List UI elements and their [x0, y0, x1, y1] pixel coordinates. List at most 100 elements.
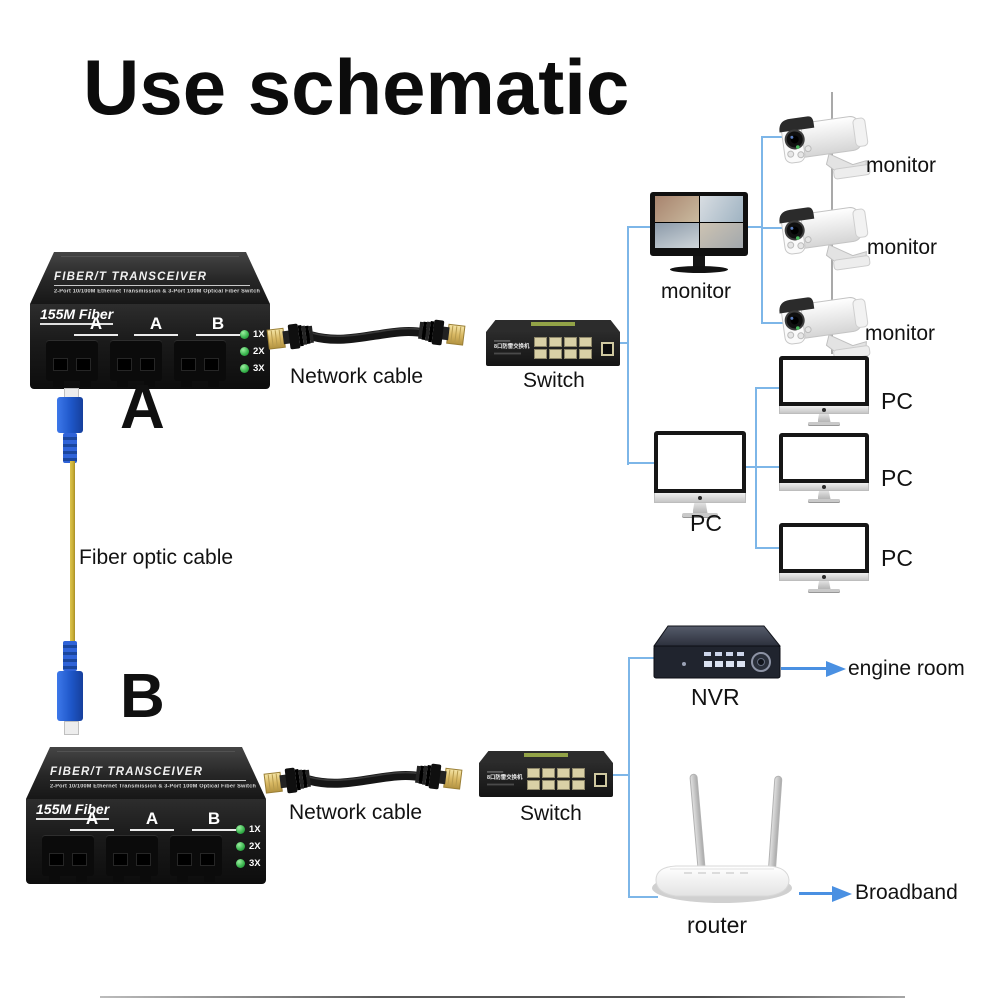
connection-line [755, 547, 783, 549]
rj45-port-bank [527, 768, 585, 790]
connection-line [761, 227, 787, 229]
connection-line [755, 387, 783, 389]
pc-chin [779, 573, 869, 581]
pc-stand-neck [817, 414, 831, 422]
pc-screen [779, 433, 869, 483]
router-device [652, 773, 792, 903]
camera-3 [779, 297, 871, 361]
monitor-label: monitor [661, 280, 732, 303]
network-cable-bottom-label: Network cable [289, 801, 423, 824]
led-indicator: 1X [236, 825, 261, 835]
pc-2 [779, 433, 869, 502]
sc-port-jack [42, 835, 94, 882]
led-dot [240, 330, 249, 340]
pc-stand-neck [817, 581, 831, 589]
switch-top: 8口防雷交换机 [486, 320, 620, 366]
switch-top-label: Switch [523, 369, 585, 392]
connection-line [628, 896, 658, 898]
led-dot [240, 364, 249, 374]
connection-line [761, 322, 787, 324]
fiber-optic-cable [70, 461, 75, 643]
port-label: A [130, 810, 174, 831]
camera-2-label: monitor [867, 236, 938, 259]
pc-1 [779, 356, 869, 425]
led-indicator: 2X [240, 347, 265, 357]
broadband-arrow-line [799, 892, 833, 895]
transceiver-brand: FIBER/T TRANSCEIVER [50, 766, 246, 781]
pc-chin [779, 406, 869, 414]
pc-stand-neck [817, 491, 831, 499]
transceiver-brand: FIBER/T TRANSCEIVER [54, 271, 250, 286]
led-label: 1X [253, 329, 265, 340]
fiber-cable-label: Fiber optic cable [79, 546, 234, 569]
logo-dot-icon [822, 574, 826, 579]
switch-bottom-label: Switch [520, 802, 582, 825]
led-dot [236, 825, 245, 835]
sc-port-jack [170, 835, 222, 882]
switch-front: 8口防雷交换机 [479, 763, 613, 797]
pc-screen [779, 523, 869, 573]
connection-line [745, 466, 783, 468]
pc-3-label: PC [881, 545, 913, 571]
connection-line [761, 136, 763, 324]
pc-main-label: PC [690, 510, 722, 536]
transceiver-subtitle: 2-Port 10/100M Ethernet Transmission & 3… [54, 289, 261, 295]
engine-room-label: engine room [848, 657, 965, 680]
pc-stand-base [808, 499, 840, 502]
switch-front-text: 8口防雷交换机 [487, 771, 522, 786]
network-cable-top-label: Network cable [290, 365, 424, 388]
led-indicator: 1X [240, 330, 265, 340]
broadband-arrow-head [832, 886, 852, 902]
led-label: 3X [249, 858, 261, 869]
network-cable-bottom [263, 763, 463, 794]
transceiver-lid: FIBER/T TRANSCEIVER 2-Port 10/100M Ether… [30, 252, 270, 304]
section-letter-b: B [120, 662, 165, 731]
led-dot [236, 842, 245, 852]
port-label: A [70, 810, 114, 831]
pc-2-label: PC [881, 465, 913, 491]
sc-connector-top-boot [63, 433, 77, 463]
fiber-transceiver-b: FIBER/T TRANSCEIVER 2-Port 10/100M Ether… [26, 747, 266, 884]
led-dot [236, 859, 245, 869]
camera-3-label: monitor [865, 322, 936, 345]
sc-connector-bottom-tip [64, 721, 79, 735]
led-dot [240, 347, 249, 357]
uplink-port [594, 773, 607, 787]
bottom-border-line [100, 996, 905, 998]
network-cable-top [266, 319, 466, 350]
transceiver-lid: FIBER/T TRANSCEIVER 2-Port 10/100M Ether… [26, 747, 266, 799]
uplink-port [601, 342, 614, 356]
port-label: A [74, 315, 118, 336]
logo-dot-icon [822, 484, 826, 489]
led-label: 2X [253, 346, 265, 357]
pc-screen [779, 356, 869, 406]
broadband-label: Broadband [855, 881, 958, 904]
camera-1 [779, 116, 871, 180]
port-label: B [192, 810, 236, 831]
pc-main [654, 431, 746, 517]
port-label: A [134, 315, 178, 336]
rj45-port-bank [534, 337, 592, 359]
pc-3 [779, 523, 869, 592]
transceiver-subtitle: 2-Port 10/100M Ethernet Transmission & 3… [50, 784, 257, 790]
led-indicator: 2X [236, 842, 261, 852]
monitor-screen [655, 196, 743, 248]
pc-stand-base [682, 513, 718, 517]
switch-front: 8口防雷交换机 [486, 332, 620, 366]
switch-front-text: 8口防雷交换机 [494, 340, 529, 355]
camera-1-label: monitor [866, 154, 937, 177]
sc-port-jack [174, 340, 226, 387]
panel-label: 155M Fiber [40, 306, 114, 325]
switch-lid [479, 751, 613, 763]
pc-chin [654, 493, 746, 503]
connection-line [627, 226, 629, 465]
sc-connector-top [57, 397, 83, 433]
led-indicator: 3X [236, 859, 261, 869]
led-indicator: 3X [240, 364, 265, 374]
pc-screen [654, 431, 746, 493]
sc-connector-bottom-boot [63, 641, 77, 671]
pc-1-label: PC [881, 388, 913, 414]
router-body [655, 865, 790, 897]
pc-stand-neck [692, 503, 708, 513]
